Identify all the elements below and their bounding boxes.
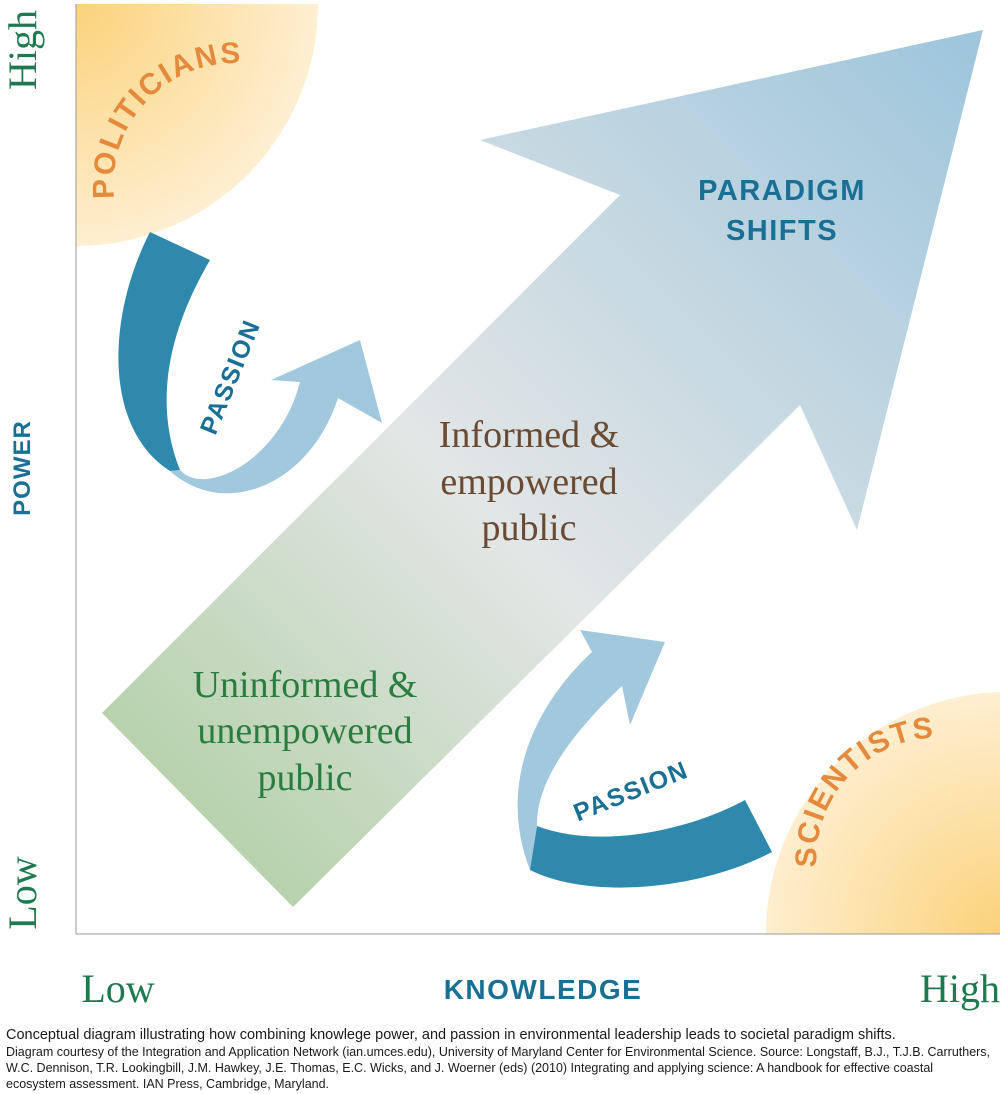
y-axis-high-label: High — [0, 10, 45, 90]
uninformed-public-line2: unempowered — [197, 710, 412, 752]
x-axis-low-label: Low — [81, 966, 154, 1011]
lower-passion-arrow-light — [517, 630, 665, 870]
figure-caption: Conceptual diagram illustrating how comb… — [6, 1026, 996, 1092]
x-axis-title: KNOWLEDGE — [444, 974, 643, 1005]
caption-credit-text: Diagram courtesy of the Integration and … — [6, 1045, 991, 1091]
uninformed-public-line3: public — [258, 757, 353, 799]
uninformed-public-line1: Uninformed & — [193, 664, 418, 706]
paradigm-shift-arrow — [102, 30, 983, 907]
informed-public-line2: empowered — [440, 461, 617, 503]
caption-main-text: Conceptual diagram illustrating how comb… — [6, 1027, 896, 1043]
politicians-sun — [76, 4, 318, 246]
paradigm-shifts-label-line1: PARADIGM — [698, 175, 866, 207]
paradigm-shifts-label-line2: SHIFTS — [726, 215, 838, 247]
lower-passion-label: PASSION — [570, 756, 693, 827]
y-axis-title: POWER — [9, 420, 36, 516]
x-axis-high-label: High — [920, 966, 1000, 1011]
lower-passion-arrow-teal — [530, 800, 772, 888]
scientists-sun — [765, 692, 1000, 934]
informed-public-line3: public — [482, 507, 577, 549]
upper-passion-arrow-light — [170, 340, 382, 494]
informed-public-line1: Informed & — [439, 414, 619, 456]
upper-passion-arrow-teal — [118, 232, 210, 471]
upper-passion-label: PASSION — [195, 316, 266, 439]
y-axis-low-label: Low — [0, 856, 45, 929]
